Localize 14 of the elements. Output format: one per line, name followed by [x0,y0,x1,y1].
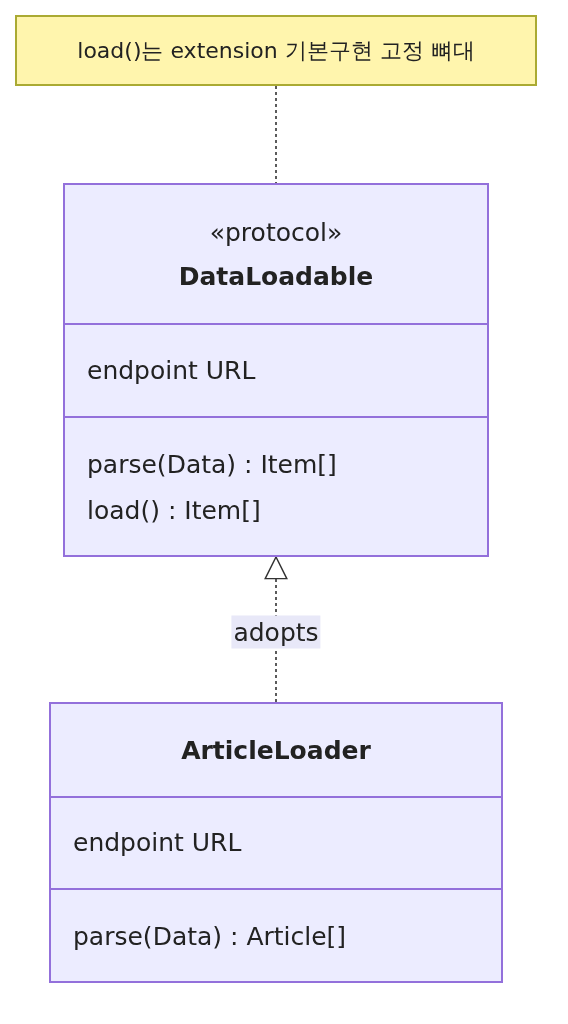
attribute-text: endpoint URL [73,827,243,859]
class-box [63,183,489,557]
class-name: ArticleLoader [180,735,372,767]
note-box [15,15,537,86]
class-box [49,702,503,983]
method-text: load() : Item[] [87,494,262,527]
attribute-text: endpoint URL [87,354,257,387]
note-text: load()는 extension 기본구현 고정 뼈대 [77,36,475,65]
class-name: DataLoadable [177,261,375,293]
method-text: parse(Data) : Article[] [73,920,348,953]
stereotype-label: «protocol» [208,217,344,249]
connector-line [275,85,277,184]
method-text: parse(Data) : Item[] [87,448,338,481]
edge-label: adopts [231,615,321,648]
